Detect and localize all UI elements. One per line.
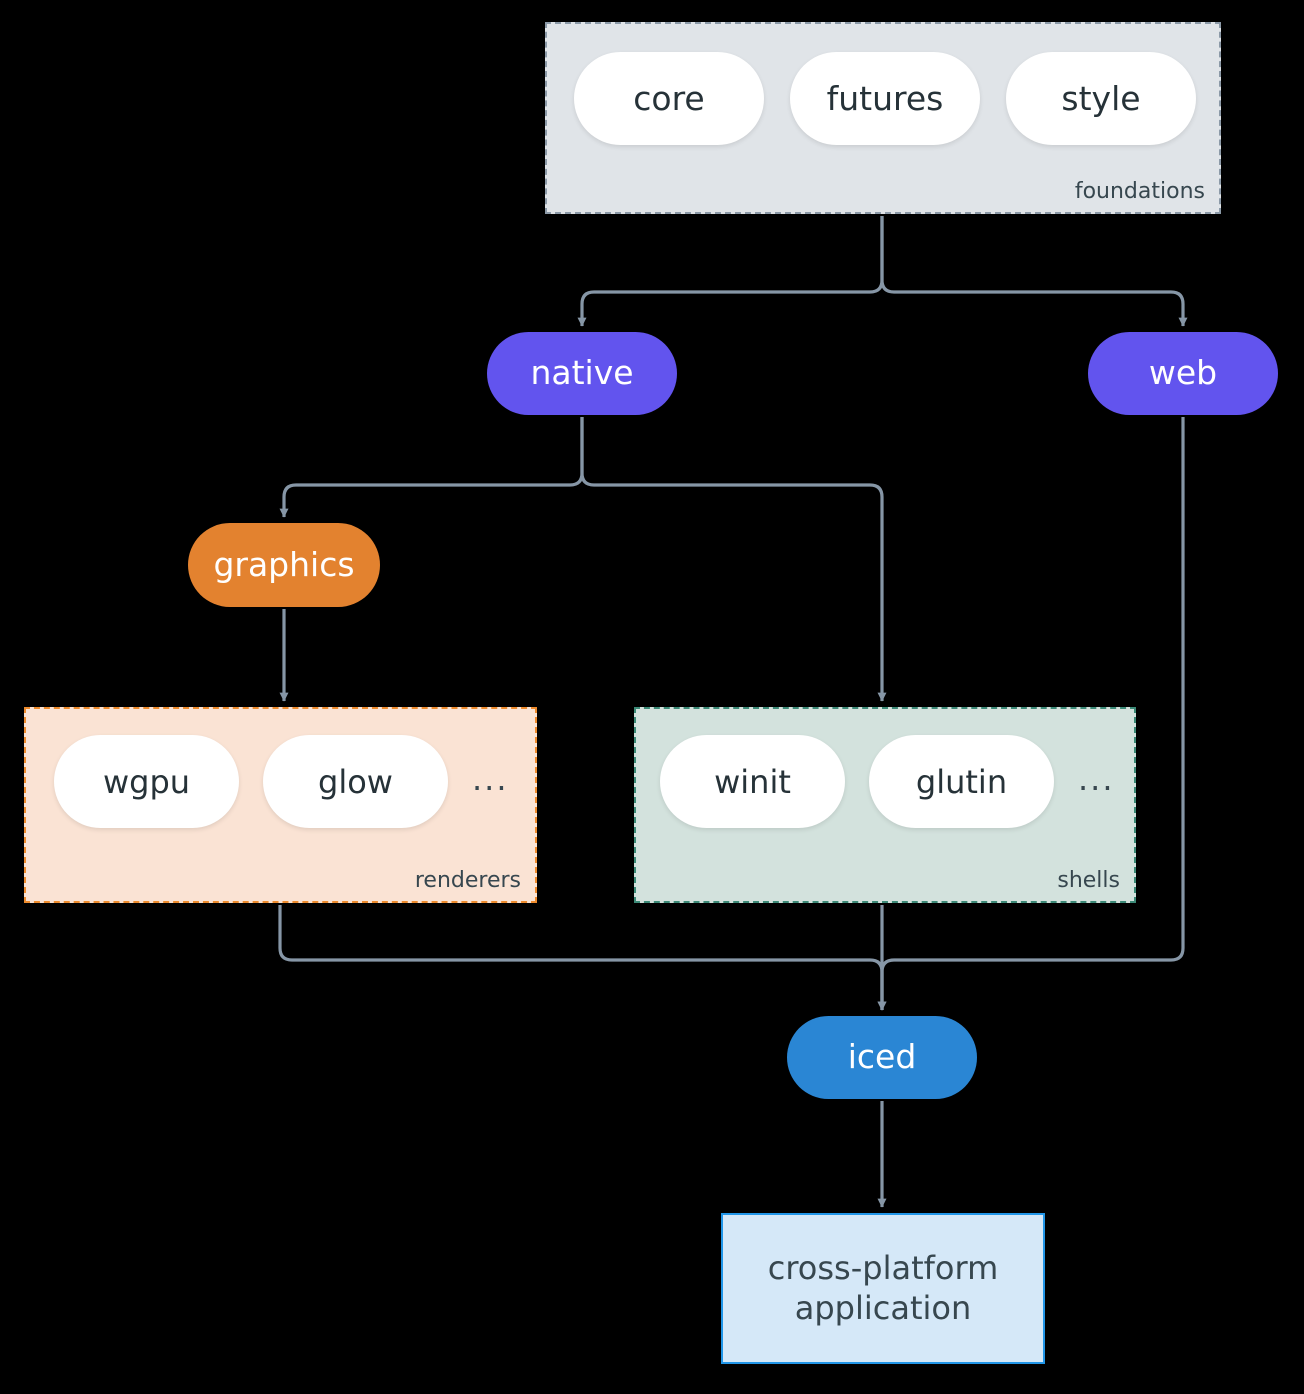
node-web[interactable]: web: [1088, 332, 1278, 415]
shells-more-ellipsis: ...: [1078, 759, 1115, 798]
renderers-more-ellipsis: ...: [472, 759, 509, 798]
cluster-renderers: wgpu glow ... renderers: [24, 707, 537, 903]
app-label-line2: application: [794, 1288, 972, 1327]
node-native[interactable]: native: [487, 332, 677, 415]
cluster-shells: winit glutin ... shells: [634, 707, 1136, 903]
node-futures[interactable]: futures: [790, 52, 980, 145]
cluster-shells-items: winit glutin ...: [660, 735, 1115, 828]
edge-renderers-iced: [278, 905, 887, 1011]
edge-native-shells: [580, 417, 887, 702]
node-wgpu[interactable]: wgpu: [54, 735, 239, 828]
node-winit[interactable]: winit: [660, 735, 845, 828]
cluster-renderers-label: renderers: [414, 868, 521, 893]
edge-web-iced: [877, 417, 1185, 1011]
node-glow[interactable]: glow: [263, 735, 448, 828]
cluster-foundations-label: foundations: [1074, 179, 1205, 204]
edge-foundations-native: [577, 216, 884, 327]
edge-foundations-web: [880, 216, 1188, 327]
node-cross-platform-application[interactable]: cross-platform application: [721, 1213, 1045, 1364]
node-core[interactable]: core: [574, 52, 764, 145]
edge-native-graphics: [279, 417, 584, 518]
cluster-renderers-items: wgpu glow ...: [54, 735, 509, 828]
cluster-foundations: core futures style foundations: [545, 22, 1221, 214]
node-graphics[interactable]: graphics: [188, 523, 380, 607]
node-glutin[interactable]: glutin: [869, 735, 1054, 828]
node-style[interactable]: style: [1006, 52, 1196, 145]
cluster-foundations-items: core futures style: [574, 52, 1222, 145]
app-label-line1: cross-platform: [767, 1249, 999, 1288]
node-iced[interactable]: iced: [787, 1016, 977, 1099]
cluster-shells-label: shells: [1057, 868, 1120, 893]
